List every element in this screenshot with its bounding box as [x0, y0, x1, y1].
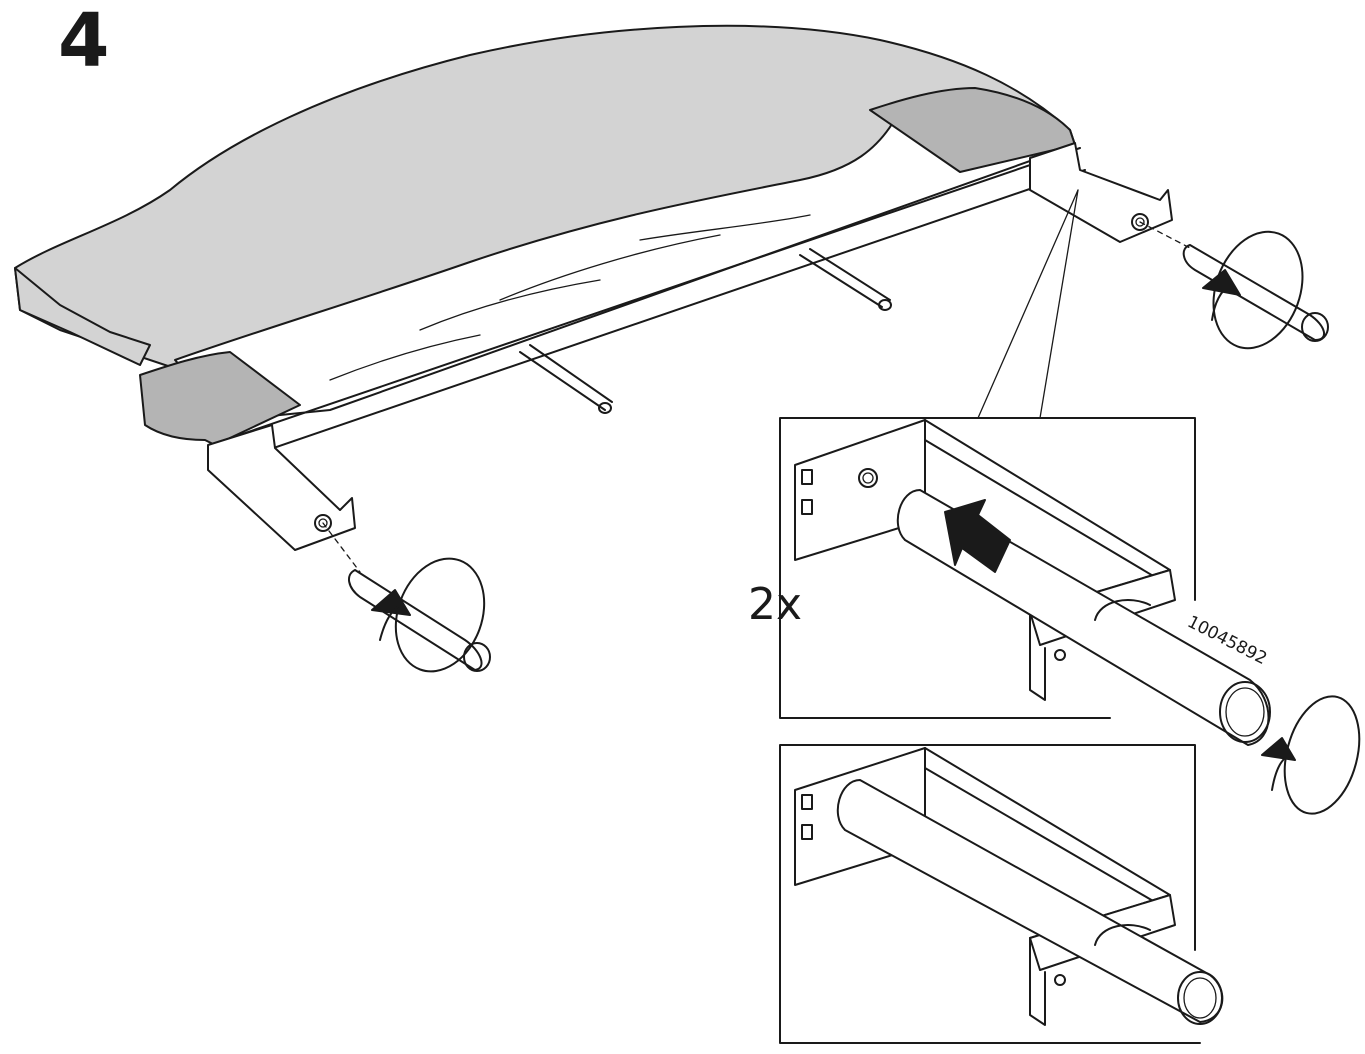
- cushion-fabric: [174, 109, 1076, 421]
- detail-frame-1: [779, 417, 1196, 719]
- rotate-arrow-icon: [371, 557, 486, 673]
- frame-rail: [209, 147, 1081, 446]
- cushion-top: [14, 24, 1076, 371]
- frame-end-right: [1029, 142, 1173, 243]
- cushion-front: [14, 267, 151, 366]
- frame-end-left: [207, 424, 356, 551]
- step-number: 4: [58, 0, 110, 84]
- frame-rail-lower: [214, 169, 1086, 469]
- rotate-arrow-icon: [1261, 695, 1361, 815]
- quantity-label: 2x: [748, 579, 803, 630]
- rotate-arrow-icon: [1202, 230, 1304, 350]
- leg-left: [348, 569, 483, 671]
- detail-frame-2: [779, 744, 1201, 1044]
- cover-corner-right: [869, 87, 1076, 173]
- cover-corner-left: [139, 351, 301, 446]
- push-arrow-icon: [944, 499, 1011, 573]
